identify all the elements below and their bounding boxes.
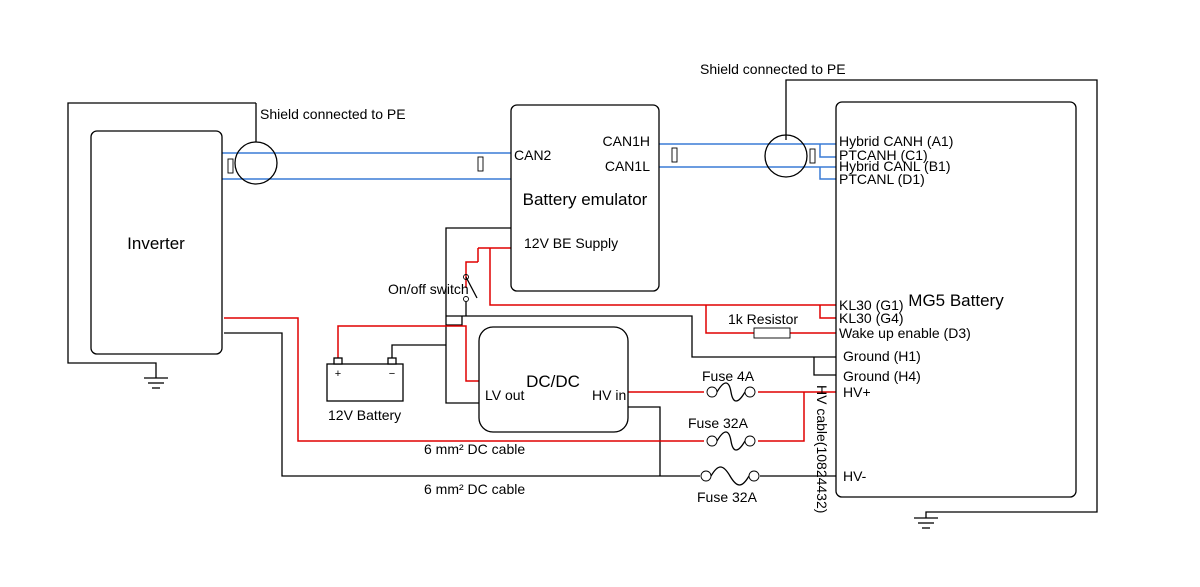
- dc-cable-2-label: 6 mm² DC cable: [424, 481, 525, 497]
- battery-plus-label: +: [335, 368, 341, 380]
- pin-label: Ground (H1): [843, 348, 921, 364]
- inverter-shield-wire: [67, 102, 256, 378]
- battery-plus-wire: [337, 325, 480, 382]
- lv-out-label: LV out: [485, 387, 525, 403]
- pin-label: HV-: [843, 468, 867, 484]
- can2-label: CAN2: [514, 147, 552, 163]
- pin-label: PTCANL (D1): [839, 171, 925, 187]
- hv-in-label: HV in: [592, 387, 626, 403]
- battery-shield-wire: [785, 79, 1098, 518]
- mg5-battery-label: MG5 Battery: [908, 291, 1004, 310]
- on-off-switch-icon[interactable]: [463, 274, 478, 317]
- can-termination-resistor-icon: [809, 148, 816, 164]
- be-supply-label: 12V BE Supply: [524, 235, 618, 251]
- hv-cable-label: HV cable(10824432): [814, 385, 830, 513]
- mg5-battery-box: [835, 101, 1077, 498]
- dcdc-box: [478, 326, 629, 433]
- resistor-1k-icon: [753, 327, 791, 339]
- fuse-4a-label: Fuse 4A: [702, 368, 755, 384]
- pin-label: KL30 (G4): [839, 310, 904, 326]
- shield-right-label: Shield connected to PE: [700, 61, 846, 77]
- dcdc-label: DC/DC: [526, 372, 580, 391]
- fuse-32a-bottom-icon: [700, 466, 760, 486]
- can1l-label: CAN1L: [605, 158, 650, 174]
- hv-minus-wire: [224, 332, 700, 477]
- cable-shield-icon: [234, 141, 278, 185]
- battery-12v-icon: [326, 357, 404, 402]
- pin-label: KL30 (G1): [839, 297, 904, 313]
- can-termination-resistor-icon: [227, 158, 234, 174]
- fuse-32a-bottom-label: Fuse 32A: [697, 489, 758, 505]
- pin-label: PTCANH (C1): [839, 147, 928, 163]
- can-termination-resistor-icon: [671, 147, 678, 163]
- on-off-switch-label: On/off switch: [388, 281, 469, 297]
- can1h-label: CAN1H: [603, 133, 650, 149]
- battery-12v-label: 12V Battery: [328, 407, 401, 423]
- inverter-ground-icon: [144, 377, 168, 389]
- inverter-box: [90, 130, 223, 355]
- battery-ground-icon: [914, 517, 938, 529]
- pin-label: Hybrid CANL (B1): [839, 158, 951, 174]
- pin-label: Wake up enable (D3): [839, 325, 971, 341]
- pin-label: Ground (H4): [843, 368, 921, 384]
- shield-left-label: Shield connected to PE: [260, 106, 406, 122]
- resistor-1k-label: 1k Resistor: [728, 311, 798, 327]
- dc-cable-1-label: 6 mm² DC cable: [424, 441, 525, 457]
- cable-shield-icon: [764, 134, 808, 178]
- can-termination-resistor-icon: [477, 156, 484, 172]
- battery-minus-label: −: [389, 368, 395, 380]
- fuse-32a-top-icon: [706, 431, 756, 451]
- wakeup-wire: [705, 305, 754, 334]
- battery-emulator-box: [510, 104, 660, 292]
- fuse-32a-top-label: Fuse 32A: [688, 415, 749, 431]
- hv-plus-inverter-wire: [224, 317, 704, 442]
- battery-emulator-label: Battery emulator: [523, 190, 648, 209]
- pin-label: HV+: [843, 384, 871, 400]
- fuse-4a-icon: [706, 382, 756, 402]
- inverter-label: Inverter: [127, 234, 185, 253]
- pin-label: Hybrid CANH (A1): [839, 133, 953, 149]
